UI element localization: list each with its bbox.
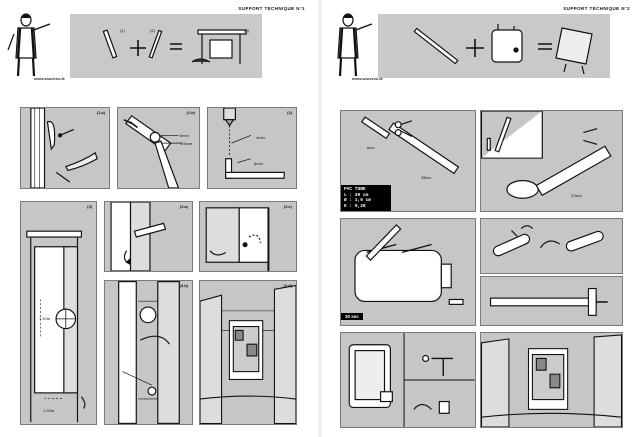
panel-cut-tube: 6cm 28cm PVC TUBE L : 30 cm Ø : 1,6 cm E… [340,110,476,212]
panel-2: (2) 4mm 6mm [207,107,297,189]
panel-3-tag: (3) [87,204,92,209]
panel-3: (3) 1.10m 1.20m [20,201,97,425]
left-page: SUPPORT TECHNIQUE N°1 www.sauvess.tk (1)… [0,0,318,437]
label-6mm-key: 6mm [254,161,263,166]
panel-3a-tag: (3.a) [179,204,188,209]
right-header-diagram [413,24,593,75]
worker-figure-2 [337,13,372,77]
panel-3c-tag: (3.c) [283,204,292,209]
spec-diameter: Ø : 1,6 cm [344,198,372,203]
right-page: SUPPORT TECHNIQUE N°2 www.sauvess.tk [322,0,640,437]
worker-figure [7,13,50,77]
panel-toaster: 30 sec [340,218,476,326]
pvc-tube-spec: PVC TUBE L : 30 cm Ø : 1,6 cm E : 0,28 [341,185,391,211]
panel-1b-tag: (1.b) [186,110,195,115]
left-header-diagram [102,29,247,64]
label-4mm: 4mm [256,135,265,140]
header-step-3: (3) [244,28,249,33]
panel-1b: (1.b) 6mm 1.5mm [117,107,200,189]
label-28cm: 28cm [421,175,431,180]
panel-display-case [340,332,476,428]
panel-bend [480,218,623,274]
right-page-title: SUPPORT TECHNIQUE N°2 [563,6,630,11]
label-1-5mm: 1.5mm [180,141,193,146]
label-2-5cm: 2,5cm [571,193,582,198]
panel-3c: (3.c) [199,201,297,272]
toast-duration: 30 sec [341,313,363,320]
panel-1a: (1.a) [20,107,110,189]
panel-3b: (3.b) [104,280,193,425]
panel-2-tag: (2) [287,110,292,115]
spec-thickness: E : 0,28 [344,203,366,209]
panel-1a-tag: (1.a) [96,110,105,115]
left-url: www.sauvess.tk [34,76,65,81]
panel-cut-slot: 2,5cm [480,110,623,212]
spec-length: L : 30 cm [344,192,369,198]
label-1-20m: 1.20m [43,408,55,413]
panel-3b-tag: (3.b) [179,283,188,288]
label-1-10m: 1.10m [39,316,51,321]
panel-3d: (3.d) [199,280,297,425]
spec-title: PVC TUBE [344,187,366,192]
right-url: www.sauvess.tk [352,76,383,81]
header-step-2: (2) [150,28,155,33]
label-6mm: 6mm [180,133,189,138]
panel-3d-tag: (3.d) [283,283,292,288]
left-page-title: SUPPORT TECHNIQUE N°1 [238,6,305,11]
panel-3a: (3.a) [104,201,193,272]
header-step-1: (1) [120,28,125,33]
label-6cm: 6cm [367,145,375,150]
panel-street-view [480,332,623,428]
panel-insert [480,276,623,326]
page-gutter [318,0,322,437]
